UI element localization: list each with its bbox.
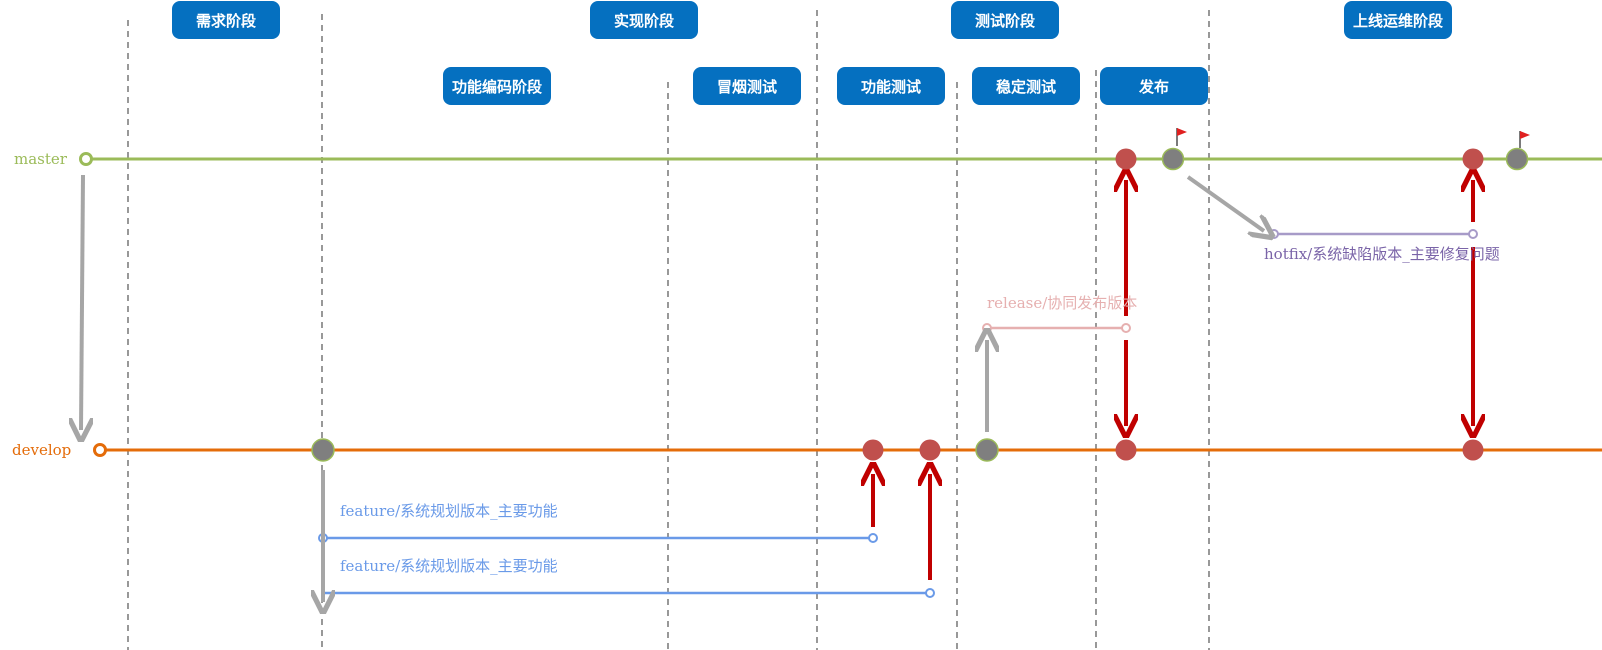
feature1-end-node: [868, 533, 878, 543]
develop-start-node: [93, 443, 107, 457]
flag-icon: [1519, 131, 1530, 148]
develop-commit-node-1: [311, 438, 335, 462]
develop-merge-node-3: [1115, 439, 1137, 461]
develop-commit-node-2: [975, 438, 999, 462]
phase-testing: 测试阶段: [951, 1, 1059, 39]
release-end-node: [1121, 323, 1131, 333]
branch-arrows: [81, 174, 1264, 602]
master-tag-node-2: [1505, 147, 1529, 171]
subphase-coding: 功能编码阶段: [443, 67, 551, 105]
feature1-label: feature/系统规划版本_主要功能: [340, 502, 558, 520]
phase-implementation: 实现阶段: [590, 1, 698, 39]
master-start-node: [79, 152, 93, 166]
flag-icon: [1176, 128, 1187, 146]
master-tag-node-1: [1161, 147, 1185, 171]
master-to-develop-arrow: [81, 174, 83, 430]
release-label: release/协同发布版本: [987, 294, 1138, 312]
release-start-node: [982, 323, 992, 333]
subphase-release: 发布: [1100, 67, 1208, 105]
master-to-hotfix-arrow: [1186, 175, 1264, 231]
phase-operations: 上线运维阶段: [1344, 1, 1452, 39]
master-label: master: [14, 150, 67, 168]
hotfix-start-node: [1269, 229, 1279, 239]
hotfix-end-node: [1468, 229, 1478, 239]
phase-requirements: 需求阶段: [172, 1, 280, 39]
develop-merge-node-1: [862, 439, 884, 461]
hotfix-label: hotfix/系统缺陷版本_主要修复问题: [1264, 245, 1500, 263]
phase-dividers: [127, 10, 1210, 650]
merge-arrows: [873, 180, 1473, 580]
subphase-stability: 稳定测试: [972, 67, 1080, 105]
feature2-end-node: [925, 588, 935, 598]
master-merge-node-1: [1115, 148, 1137, 170]
develop-label: develop: [12, 441, 72, 459]
subphase-smoke: 冒烟测试: [693, 67, 801, 105]
subphase-functional: 功能测试: [837, 67, 945, 105]
master-merge-node-2: [1462, 148, 1484, 170]
feature2-label: feature/系统规划版本_主要功能: [340, 557, 558, 575]
develop-merge-node-4: [1462, 439, 1484, 461]
develop-merge-node-2: [919, 439, 941, 461]
